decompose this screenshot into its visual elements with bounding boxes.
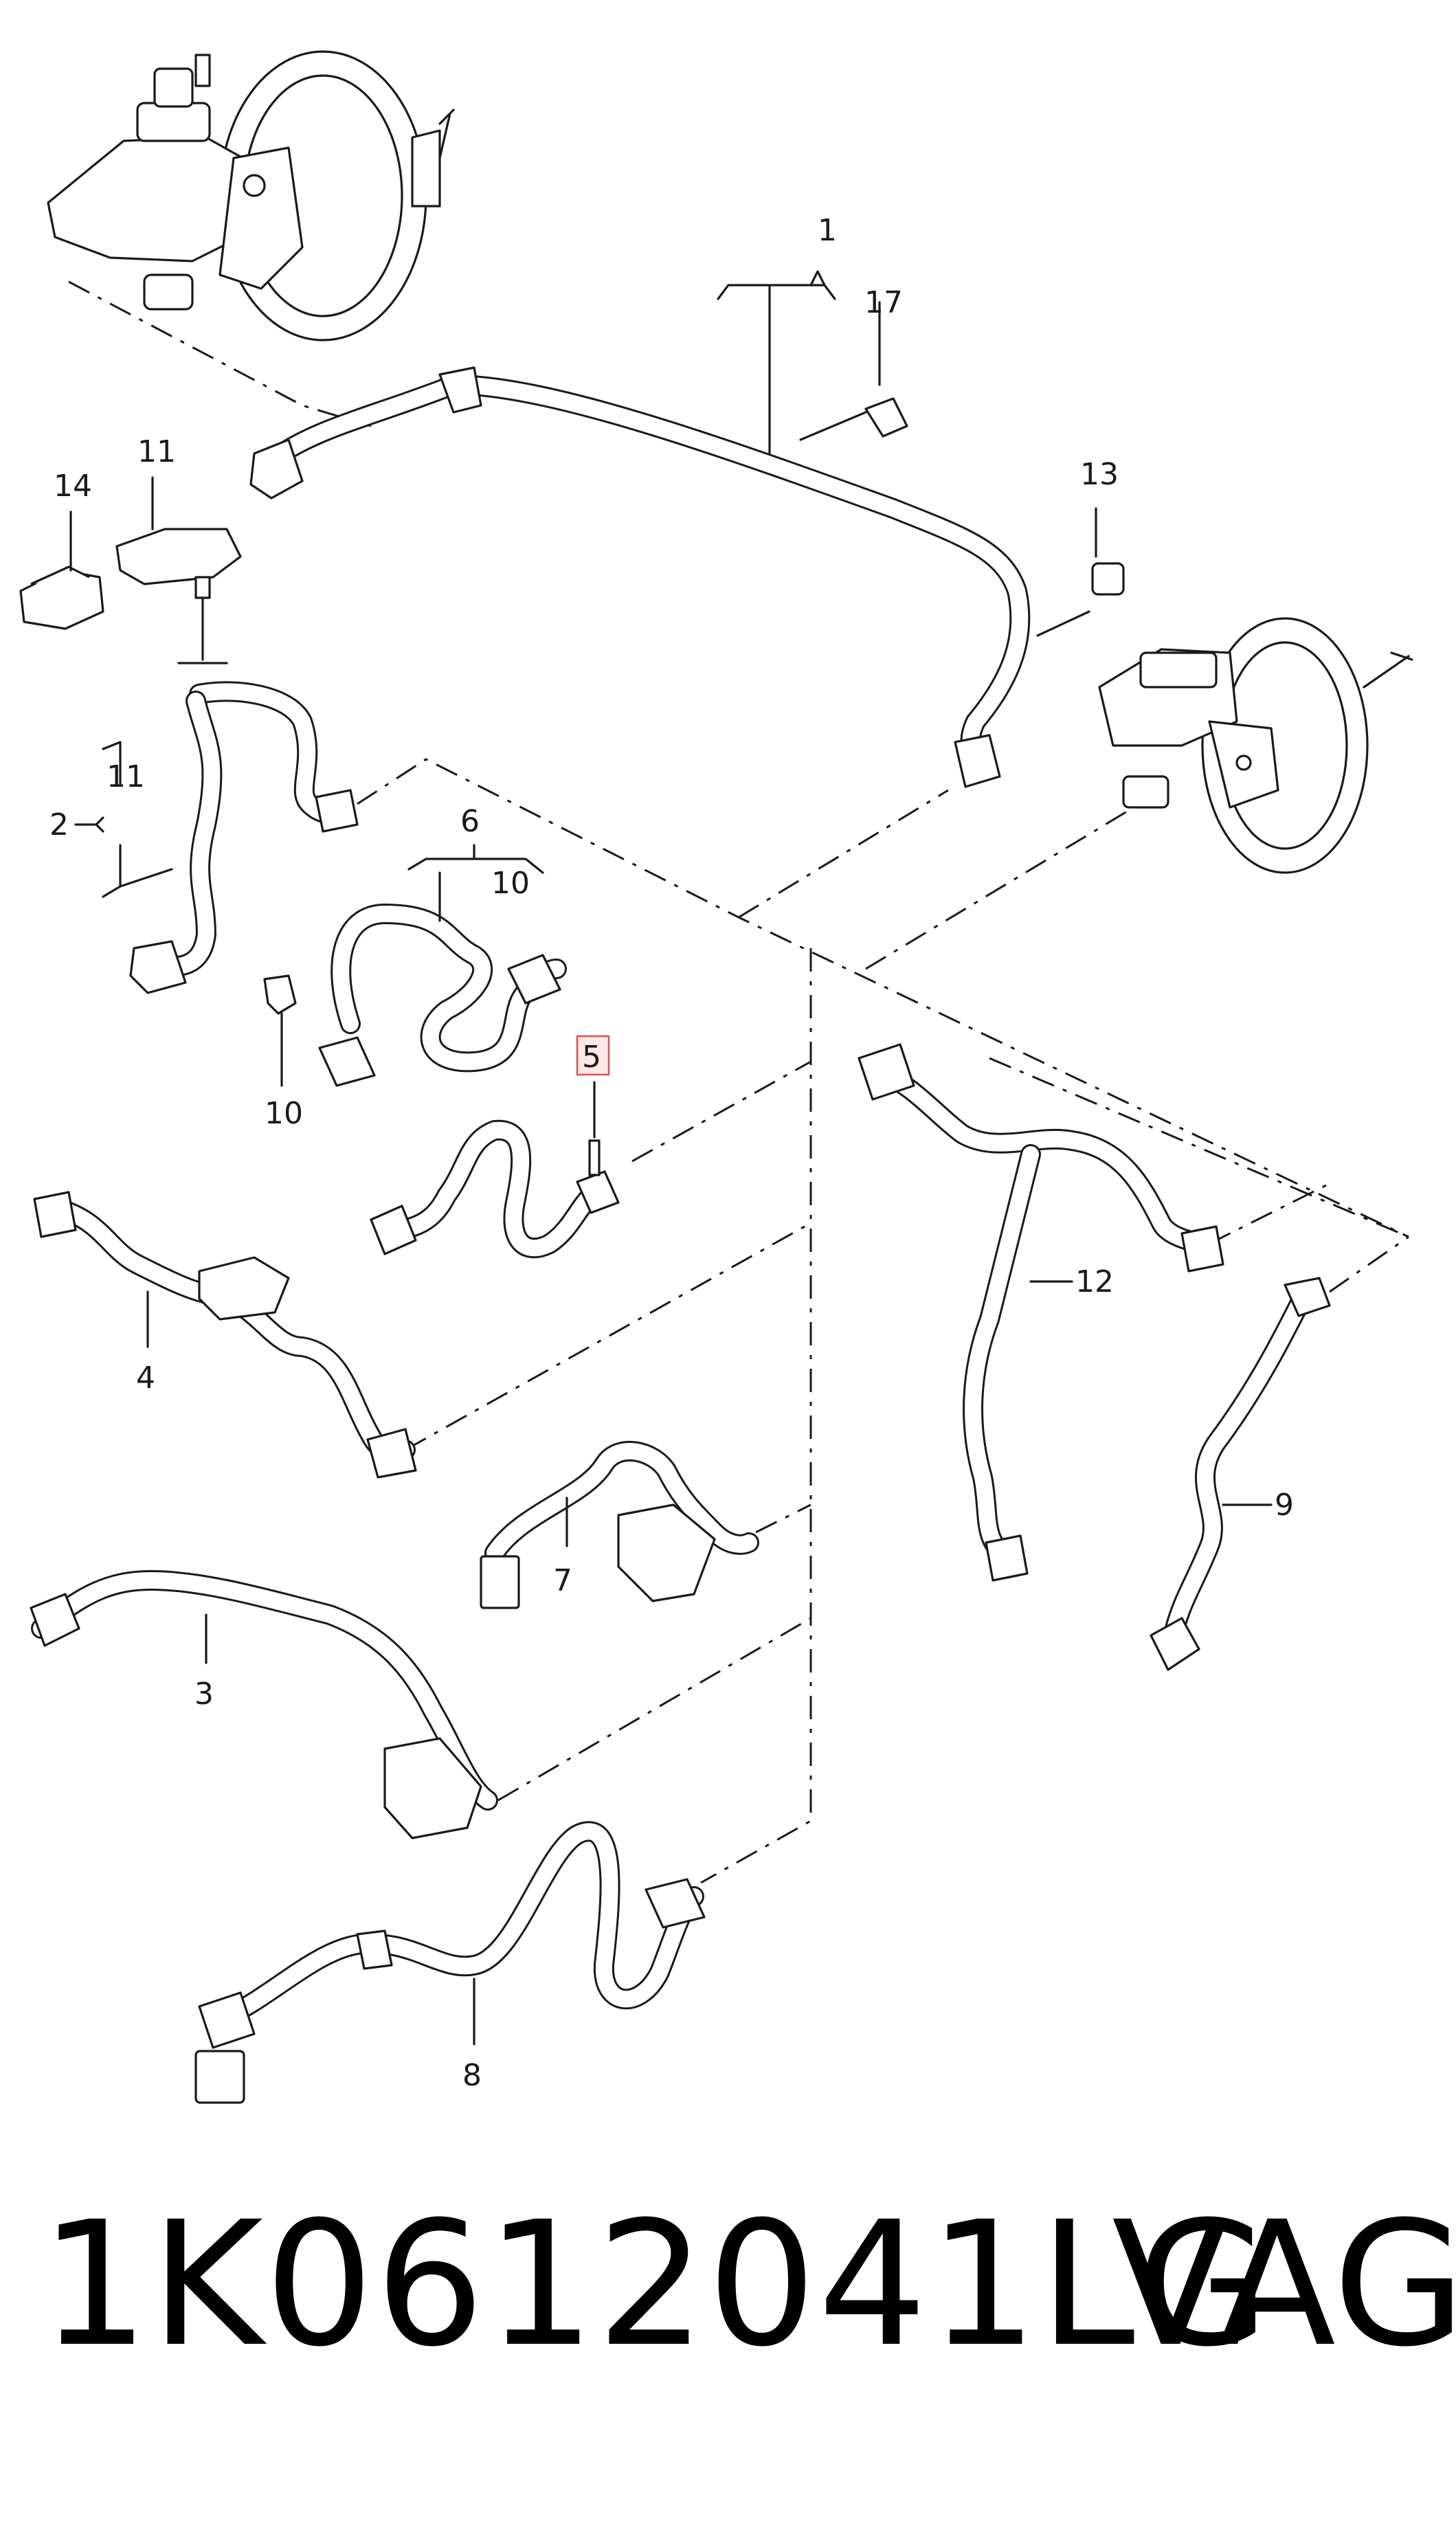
hose-5 [370,1119,620,1259]
small-parts [19,528,1125,664]
hose-9 [1150,1277,1331,1671]
callout-17: 17 [864,285,903,320]
brand-name: VAG [1112,2184,1456,2384]
reference-lines [68,280,1409,1884]
callout-2: 2 [49,807,69,842]
hose-6 [263,904,567,1087]
callout-6: 6 [460,804,480,839]
callout-3: 3 [194,1677,214,1712]
callouts: 1 17 13 14 11 11 2 6 10 10 5 4 7 12 9 3 … [49,213,1294,2093]
hose-12 [858,1043,1224,1582]
callout-13: 13 [1080,457,1119,492]
brake-servo-right [1098,617,1413,874]
callout-11a: 11 [137,434,176,469]
callout-5-highlight [576,1035,610,1076]
callout-11b: 11 [107,759,145,794]
callout-4: 4 [136,1361,155,1396]
callout-12: 12 [1075,1264,1114,1299]
brake-servo-left [47,50,455,342]
callout-14: 14 [54,469,92,504]
hose-assembly-2 [129,681,359,994]
callout-7: 7 [553,1563,572,1598]
vacuum-line-1 [249,366,1031,788]
callout-9: 9 [1275,1488,1294,1523]
callout-8: 8 [462,2058,482,2093]
callout-10a: 10 [491,866,530,901]
leader-lines [69,270,1273,2046]
hose-8 [194,1821,706,2104]
callout-1: 1 [818,213,837,248]
hose-3 [30,1570,498,1839]
hose-4 [33,1191,417,1479]
hose-7 [480,1440,759,1609]
part-number: 1K0612041LG [40,2184,1271,2384]
callout-5: 5 [582,1040,601,1075]
callout-10b: 10 [265,1096,303,1131]
